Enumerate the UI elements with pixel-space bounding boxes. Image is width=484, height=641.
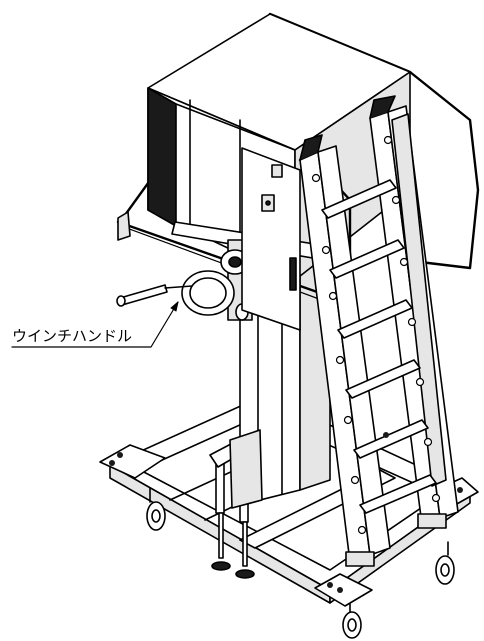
ladder-rivet — [350, 475, 360, 485]
bolt — [383, 432, 389, 438]
ladder-rivet — [391, 195, 401, 205]
bolt — [117, 452, 123, 458]
ladder-rivet — [321, 245, 331, 255]
caster-right — [435, 541, 455, 585]
winch-handle — [116, 284, 193, 307]
outrigger-plate-left — [99, 444, 166, 479]
ladder-rivet — [357, 525, 367, 535]
ladder — [299, 95, 459, 567]
ladder-rivet — [335, 355, 345, 365]
outrigger-plate-front — [314, 573, 373, 607]
ladder-rivet — [311, 173, 321, 183]
mast-base-gusset — [229, 429, 263, 509]
ladder-rivet — [399, 257, 409, 267]
ladder-rivet — [383, 135, 393, 145]
ladder-rivet — [343, 415, 353, 425]
caster-front — [342, 603, 362, 639]
caster-left — [146, 487, 166, 531]
bolt — [109, 460, 115, 466]
callout-leader — [11, 301, 179, 348]
bolt — [457, 487, 463, 493]
bolt — [337, 587, 343, 593]
bolt — [327, 582, 333, 588]
ladder-rivet — [407, 317, 417, 327]
callout-arrow — [170, 301, 179, 312]
ladder-rivet — [415, 377, 425, 387]
guardrail-left-post — [117, 211, 131, 241]
winch-handle-label: ウインチハンドル — [12, 327, 133, 345]
ladder-rivet — [328, 291, 338, 301]
mast-side-plate — [241, 147, 301, 331]
ladder-rivet — [431, 493, 441, 503]
ladder-rivet — [423, 437, 433, 447]
